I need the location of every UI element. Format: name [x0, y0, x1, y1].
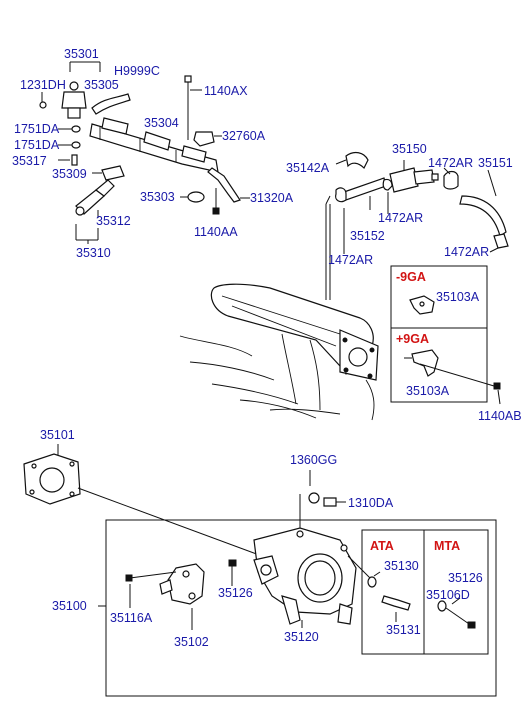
label-35100: 35100: [52, 599, 87, 613]
label-35131: 35131: [386, 623, 421, 637]
label-1231DH: 1231DH: [20, 78, 66, 92]
label-35317: 35317: [12, 154, 47, 168]
label-1751DA-a: 1751DA: [14, 122, 60, 136]
label-32760A: 32760A: [222, 129, 266, 143]
label-1140AA: 1140AA: [194, 225, 238, 239]
label-1140AX: 1140AX: [204, 84, 248, 98]
label-35102: 35102: [174, 635, 209, 649]
label-1472AR-a: 1472AR: [428, 156, 473, 170]
label-35106D: 35106D: [426, 588, 470, 602]
label-35152: 35152: [350, 229, 385, 243]
throttle-gasket: [23, 444, 263, 557]
fuel-rail-assembly: [39, 61, 250, 244]
label-35150: 35150: [392, 142, 427, 156]
label-35126-a: 35126: [218, 586, 253, 600]
label-1360GG: 1360GG: [290, 453, 337, 467]
label-35310: 35310: [76, 246, 111, 260]
part-labels: 35301 1231DH H9999C 35305 1140AX 35304 1…: [12, 47, 522, 649]
label-35304: 35304: [144, 116, 179, 130]
breather-hose-assembly: [325, 151, 509, 300]
variant-plus9ga: +9GA: [396, 332, 429, 346]
label-35142A: 35142A: [286, 161, 330, 175]
label-35116A: 35116A: [110, 611, 153, 625]
label-35309: 35309: [52, 167, 87, 181]
label-35151: 35151: [478, 156, 513, 170]
label-35126-b: 35126: [448, 571, 483, 585]
label-35301: 35301: [64, 47, 99, 61]
label-35130: 35130: [384, 559, 419, 573]
label-35305: 35305: [84, 78, 119, 92]
variant-ata: ATA: [370, 539, 394, 553]
label-35303: 35303: [140, 190, 175, 204]
label-31320A: 31320A: [250, 191, 294, 205]
label-1751DA-b: 1751DA: [14, 138, 60, 152]
label-1472AR-d: 1472AR: [444, 245, 489, 259]
bracket-variant-box: [390, 265, 501, 405]
label-35103A-b: 35103A: [406, 384, 450, 398]
label-1310DA: 1310DA: [348, 496, 394, 510]
label-1472AR-b: 1472AR: [378, 211, 423, 225]
label-35120: 35120: [284, 630, 319, 644]
label-1472AR-c: 1472AR: [328, 253, 373, 267]
throttle-body-assembly: [98, 470, 497, 697]
label-H9999C: H9999C: [114, 64, 160, 78]
variant-minus9ga: -9GA: [396, 270, 426, 284]
variant-mta: MTA: [434, 539, 460, 553]
intake-manifold: [179, 283, 379, 421]
label-35103A-a: 35103A: [436, 290, 480, 304]
label-35312: 35312: [96, 214, 131, 228]
label-1140AB: 1140AB: [478, 409, 522, 423]
label-35101: 35101: [40, 428, 75, 442]
